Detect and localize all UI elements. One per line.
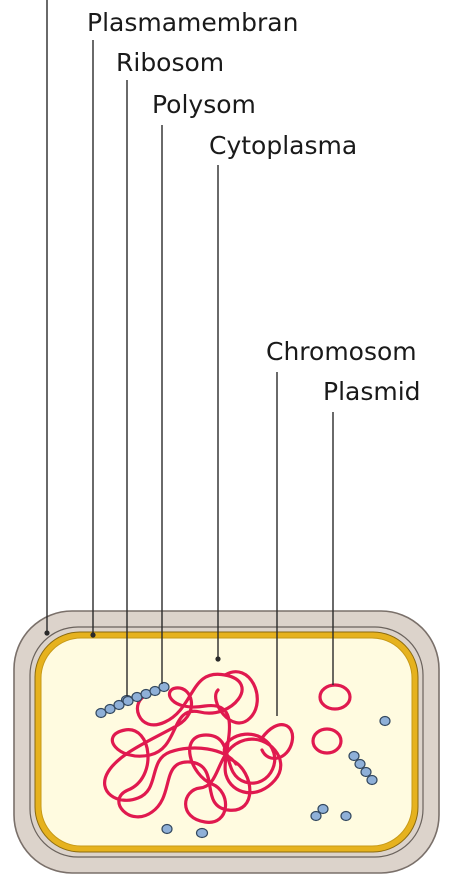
leader-dot-plasmamembran <box>90 632 95 637</box>
ribosome <box>380 717 390 726</box>
label-ribosom: Ribosom <box>116 48 224 77</box>
ribosome <box>341 812 351 821</box>
ribosome <box>162 825 172 834</box>
leader-dot-cell-wall <box>44 630 49 635</box>
label-plasmamembran: Plasmamembran <box>87 8 298 37</box>
label-polysom: Polysom <box>152 90 256 119</box>
ribosome <box>197 829 208 838</box>
label-plasmid: Plasmid <box>323 377 421 406</box>
ribosome <box>318 805 328 814</box>
label-cytoplasma: Cytoplasma <box>209 131 357 160</box>
leader-dot-cytoplasma <box>215 656 220 661</box>
label-chromosom: Chromosom <box>266 337 417 366</box>
